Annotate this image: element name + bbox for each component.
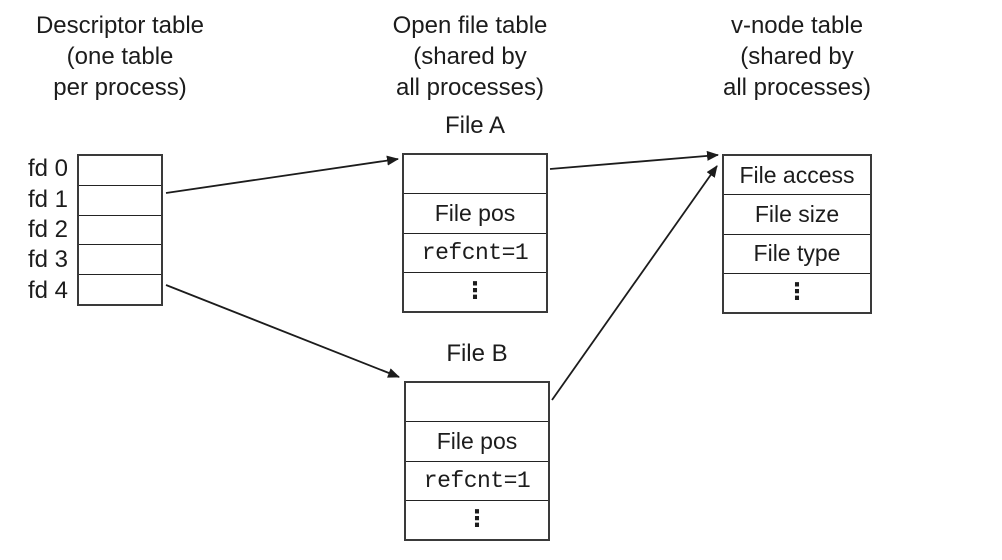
fd-slot-4 — [79, 275, 161, 304]
heading-line: per process) — [53, 74, 187, 101]
vnode-file-size-cell: File size — [724, 195, 870, 235]
file-a-vnode-pointer-cell — [404, 155, 546, 195]
file-a-title: File A — [444, 112, 506, 139]
vnode-file-access-cell: File access — [724, 156, 870, 196]
fd-label-4: fd 4 — [27, 276, 68, 304]
heading-line: v-node table — [730, 12, 864, 39]
descriptor-table — [77, 154, 163, 306]
arrow-file-a-to-vnode — [549, 150, 719, 170]
heading-line: (shared by — [740, 43, 854, 70]
fd-slot-0 — [79, 156, 161, 186]
fd-label-3: fd 3 — [27, 246, 68, 274]
heading-line: Open file table — [392, 12, 548, 39]
fd-label-0: fd 0 — [27, 155, 68, 183]
vnode-ellipsis-cell: ⋮ — [785, 279, 809, 306]
fd-slot-3 — [79, 245, 161, 276]
file-b-title: File B — [446, 340, 508, 367]
file-b-file-pos-cell: File pos — [406, 422, 548, 462]
file-b-vnode-pointer-cell — [406, 383, 548, 423]
fd-label-2: fd 2 — [27, 216, 68, 244]
file-b-table: File pos refcnt=1 ⋮ — [404, 381, 550, 541]
vnode-file-type-cell: File type — [724, 235, 870, 274]
heading-line: (shared by — [413, 43, 527, 70]
open-file-table-heading: Open file table (shared by all processes… — [365, 10, 575, 103]
vnode-table-heading: v-node table (shared by all processes) — [692, 10, 902, 103]
file-a-refcnt-cell: refcnt=1 — [404, 234, 546, 273]
descriptor-table-heading: Descriptor table (one table per process) — [15, 10, 225, 103]
file-a-file-pos-cell: File pos — [404, 194, 546, 234]
fd-slot-1 — [79, 186, 161, 216]
vnode-table: File access File size File type ⋮ — [722, 154, 872, 314]
arrow-fd1-to-file-a — [165, 155, 399, 194]
fd-label-1: fd 1 — [27, 185, 68, 213]
heading-line: (one table — [66, 43, 174, 70]
heading-line: all processes) — [395, 74, 545, 101]
heading-line: all processes) — [722, 74, 872, 101]
file-a-ellipsis-cell: ⋮ — [463, 278, 487, 305]
file-b-ellipsis-cell: ⋮ — [465, 506, 489, 533]
arrow-file-b-to-vnode — [551, 165, 718, 401]
fd-slot-2 — [79, 216, 161, 246]
heading-line: Descriptor table — [35, 12, 205, 39]
file-a-table: File pos refcnt=1 ⋮ — [402, 153, 548, 313]
fd-labels: fd 0 fd 1 fd 2 fd 3 fd 4 — [4, 154, 68, 306]
arrow-fd4-to-file-b — [165, 284, 400, 378]
file-b-refcnt-cell: refcnt=1 — [406, 462, 548, 501]
